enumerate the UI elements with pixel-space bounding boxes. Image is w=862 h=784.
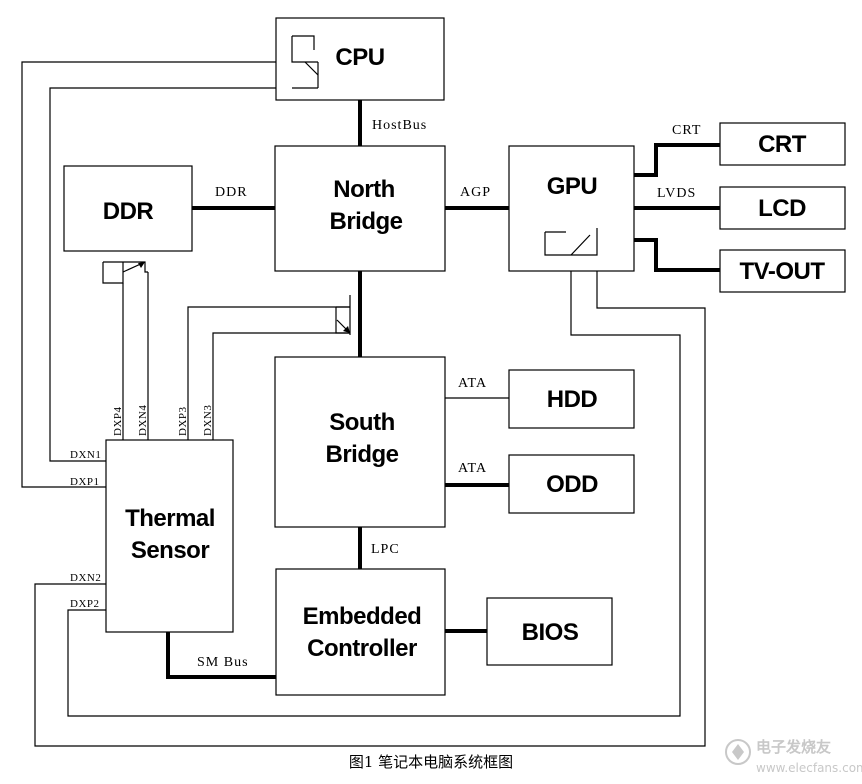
ddr-block: DDR [63,165,193,252]
south-bridge-block: South Bridge [274,356,446,528]
tvout-line [634,238,720,272]
dxn3-label: DXN3 [202,405,214,436]
dxp4-label: DXP4 [112,406,124,436]
odd-label: ODD [546,471,598,498]
crt-block: CRT [719,122,846,166]
north-bridge-label-line1: North [333,176,394,203]
lcd-label: LCD [758,195,806,222]
dxp1-label: DXP1 [70,476,100,488]
north-bridge-label-line2: Bridge [329,208,402,235]
bios-label: BIOS [522,619,579,646]
ata-odd-label: ATA [458,461,487,476]
lvds-bus-label: LVDS [657,186,696,201]
dxn1-label: DXN1 [70,449,101,461]
watermark: 电子发烧友 www.elecfans.com [725,738,862,775]
gpu-block: GPU [508,145,635,272]
smbus-line [166,632,276,679]
crt-label: CRT [758,131,807,158]
dxn2-label: DXN2 [70,572,101,584]
pin-labels: DXN1 DXP1 DXN2 DXP2 DXP4 DXN4 DXP3 DXN3 [70,405,214,610]
cpu-diode-overlay [291,35,319,89]
south-bridge-label-line2: Bridge [325,441,398,468]
hdd-label: HDD [547,386,598,413]
embedded-controller-label-line2: Controller [307,635,417,662]
bus-labels: HostBus DDR AGP CRT LVDS ATA ATA LPC SM … [197,118,701,670]
cpu-label: CPU [335,44,384,71]
watermark-url: www.elecfans.com [756,761,862,775]
dxp3-label: DXP3 [177,406,189,436]
ata-hdd-label: ATA [458,376,487,391]
watermark-title: 电子发烧友 [756,738,831,756]
sensor-wiring [21,61,706,747]
dxn4-label: DXN4 [137,405,149,436]
lcd-block: LCD [719,186,846,230]
embedded-controller-block: Embedded Controller [275,568,446,696]
bus-connectors [166,100,720,679]
ddr-bus-label: DDR [215,185,248,200]
ddr-diode-icon [102,261,148,284]
smbus-label: SM Bus [197,655,249,670]
dxp2-label: DXP2 [70,598,100,610]
thermal-sensor-block: Thermal Sensor [105,439,234,633]
south-bridge-label-line1: South [329,409,394,436]
crt-bus-label: CRT [672,123,701,138]
cpu-block: CPU [275,17,445,101]
hostbus-label: HostBus [372,118,427,133]
bios-block: BIOS [486,597,613,666]
embedded-controller-label-line1: Embedded [303,603,422,630]
gpu-diode-overlay [544,228,598,256]
watermark-logo-icon [725,739,751,765]
north-bridge-block: North Bridge [274,145,446,272]
north-bridge-diode-icon [335,295,351,335]
odd-block: ODD [508,454,635,514]
hdd-block: HDD [508,369,635,429]
lpc-label: LPC [371,542,400,557]
figure-caption: 图1 笔记本电脑系统框图 [349,753,513,771]
tvout-label: TV-OUT [740,258,826,285]
agp-bus-label: AGP [460,185,491,200]
crt-line [634,143,720,177]
gpu-label: GPU [547,173,598,200]
thermal-sensor-label-line2: Sensor [131,537,210,564]
ddr-label: DDR [103,198,154,225]
thermal-sensor-label-line1: Thermal [125,505,215,532]
tvout-block: TV-OUT [719,249,846,293]
